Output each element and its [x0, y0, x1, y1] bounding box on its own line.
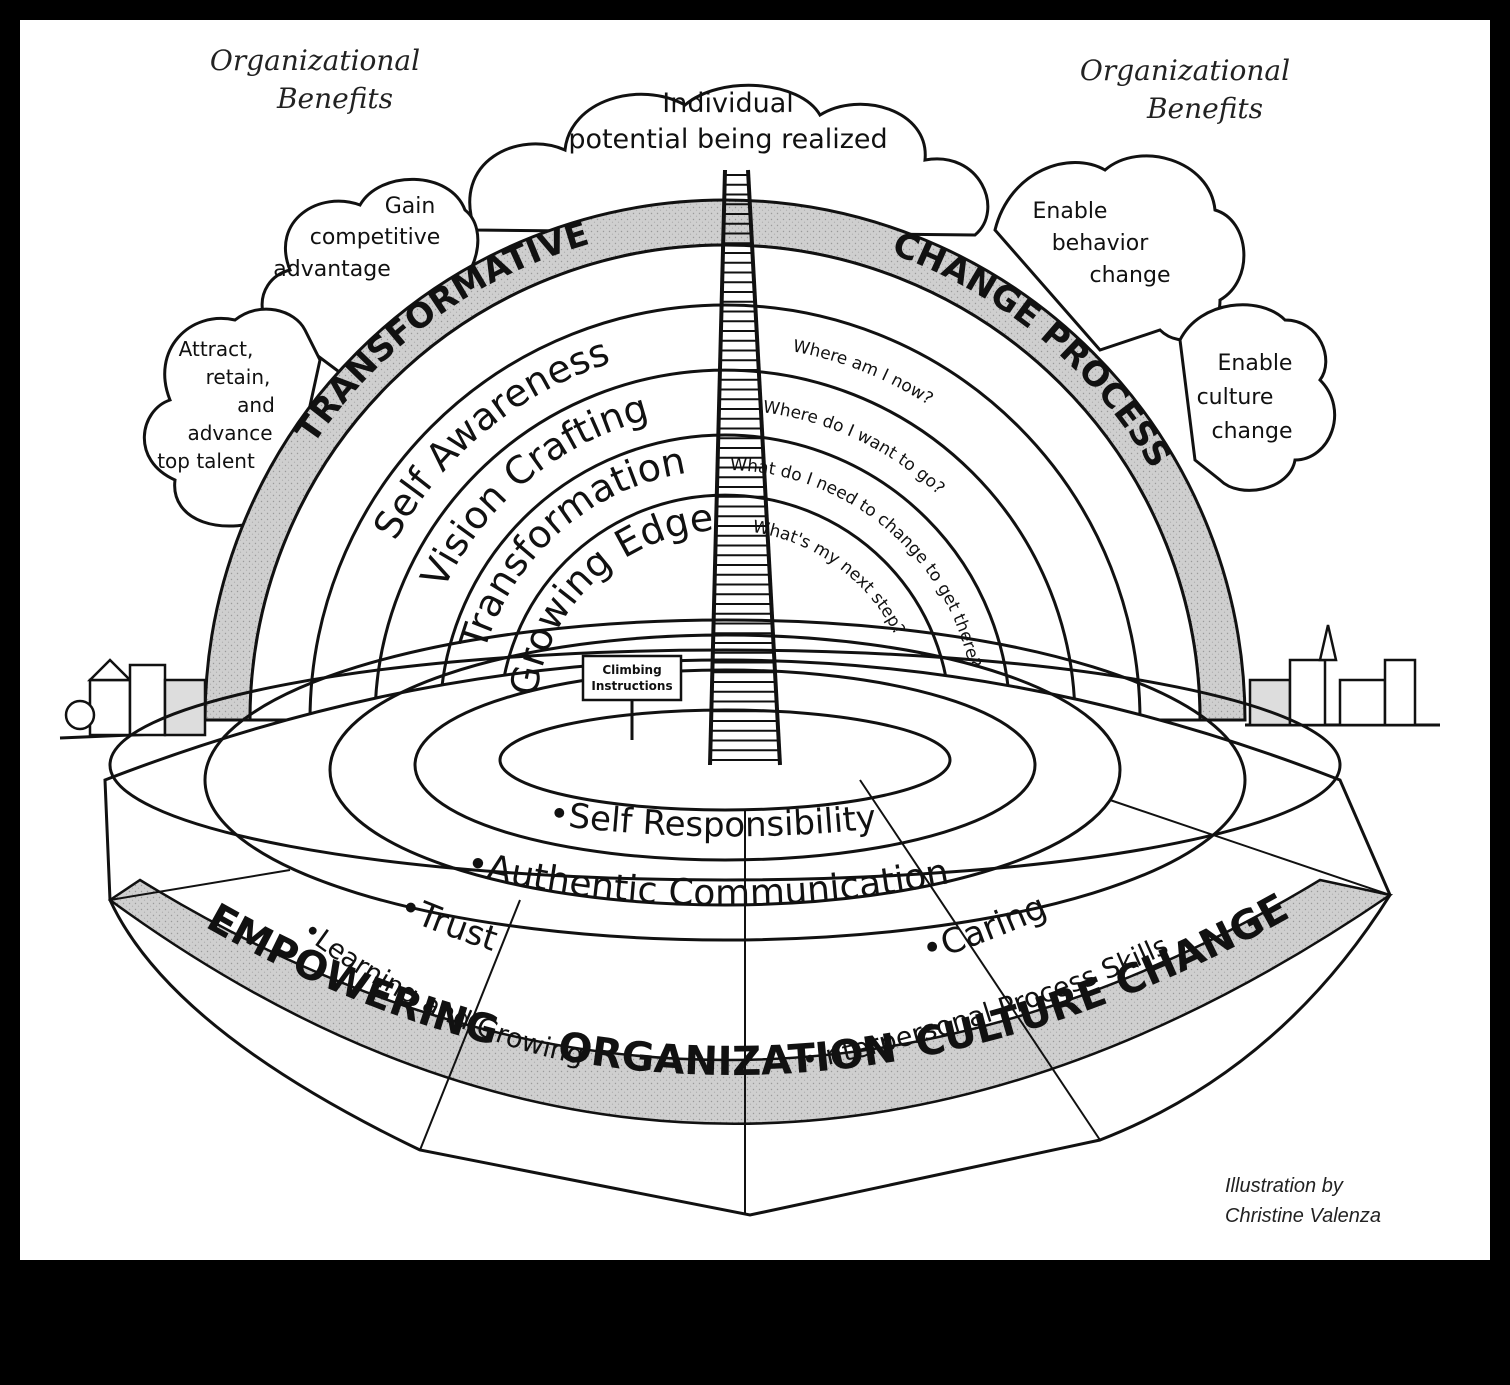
credit-line1: Illustration by [1225, 1175, 1344, 1197]
right-upper-line3: change [1090, 263, 1171, 288]
right-lower-line2: culture [1197, 385, 1274, 410]
top-cloud-line2: potential being realized [568, 124, 887, 155]
bottom-dish [103, 618, 1394, 1217]
cloud-left-upper [260, 177, 480, 382]
diagram-canvas: Climbing Instructions Organizational Ben… [20, 20, 1490, 1260]
header-right-line1: Organizational [1080, 54, 1290, 87]
header-left-line2: Benefits [276, 82, 393, 115]
header-left-line1: Organizational [210, 44, 420, 77]
left-lower-line4: advance [187, 421, 272, 445]
left-lower-line2: retain, [206, 365, 271, 389]
right-upper-line2: behavior [1052, 231, 1150, 256]
climbing-instructions-sign: Climbing Instructions [581, 654, 683, 740]
header-right-line2: Benefits [1146, 92, 1263, 125]
city-skyline-left [64, 658, 207, 737]
left-upper-line1: Gain [385, 194, 436, 219]
left-lower-line1: Attract, [179, 337, 254, 361]
cloud-top [468, 83, 990, 237]
credit-line2: Christine Valenza [1225, 1205, 1381, 1227]
right-lower-line3: change [1212, 419, 1293, 444]
rainbow-arch [203, 198, 1247, 722]
diagram-svg: Climbing Instructions Organizational Ben… [59, 44, 1440, 1227]
right-upper-line1: Enable [1033, 199, 1108, 224]
left-lower-line5: top talent [157, 449, 255, 473]
left-upper-line2: competitive [310, 225, 441, 250]
top-cloud-line1: Individual [662, 88, 794, 119]
city-skyline-right [1248, 624, 1417, 727]
left-upper-line3: advantage [273, 257, 391, 282]
cloud-right-lower [1178, 303, 1337, 492]
ladder [708, 169, 782, 766]
left-lower-line3: and [237, 393, 275, 417]
right-lower-line1: Enable [1218, 351, 1293, 376]
sign-line2: Instructions [591, 679, 672, 693]
sign-line1: Climbing [602, 663, 661, 677]
